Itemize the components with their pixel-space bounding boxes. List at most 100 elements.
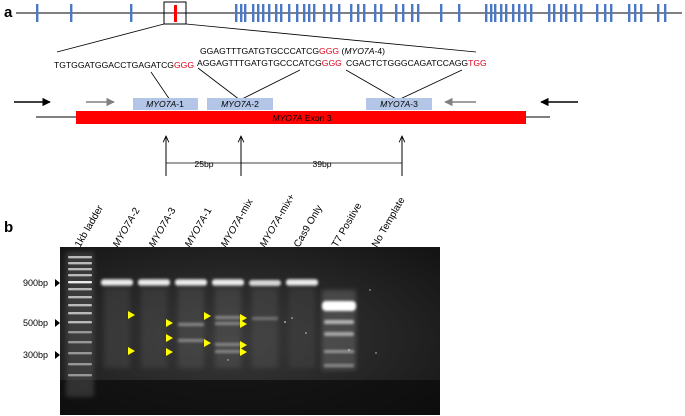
gene-exon-tick xyxy=(634,4,637,22)
marker-900bp: 900bp xyxy=(23,278,48,288)
gene-exon-tick xyxy=(252,4,255,22)
gene-exon-tick xyxy=(288,4,291,22)
zoom-line-right xyxy=(185,23,477,53)
gene-exon-tick xyxy=(505,4,508,22)
gene-exon-tick xyxy=(518,4,521,22)
gene-exon-tick xyxy=(308,4,311,22)
guide-2-connector xyxy=(197,67,301,101)
gene-exon-tick xyxy=(604,4,607,22)
ladder-band xyxy=(68,288,92,291)
guide-box-3: MYO7A-3 xyxy=(366,98,432,110)
ladder-band xyxy=(68,274,92,277)
ladder-band xyxy=(68,304,92,307)
lane-label-myo7a-mix-plus: MYO7A-mix+ xyxy=(258,192,297,249)
ladder-bands xyxy=(68,256,92,377)
gene-exon-tick xyxy=(338,4,341,22)
lane-label-myo7a-1: MYO7A-1 xyxy=(183,206,215,250)
gene-exon-tick xyxy=(548,4,551,22)
gene-exon-tick xyxy=(580,4,583,22)
gene-exon-tick xyxy=(313,4,316,22)
gel-image xyxy=(60,247,440,415)
sequence-middle: AGGAGTTTGATGTGCCCATCGGGG xyxy=(197,58,342,68)
marker-500bp: 500bp xyxy=(23,318,48,328)
gene-exon-tick xyxy=(36,4,39,22)
gene-exon-tick xyxy=(350,4,353,22)
lane-label-myo7a-2: MYO7A-2 xyxy=(111,206,143,250)
gene-exon-tick xyxy=(628,4,631,22)
target-exon-box xyxy=(163,1,187,25)
ladder-band xyxy=(68,321,92,324)
gene-exon-tick xyxy=(640,4,643,22)
gene-exon-tick xyxy=(440,4,443,22)
arrowhead-icon xyxy=(166,348,173,356)
cleavage-arrowheads xyxy=(128,311,247,356)
gene-exon-tick xyxy=(485,4,488,22)
lane-label-t7-positive: T7 Positive xyxy=(330,201,364,250)
guide-1-connector xyxy=(150,71,171,101)
ladder-band xyxy=(68,352,92,355)
band-lane-myo7a-3 xyxy=(138,279,170,286)
exon-3-label: MYO7A Exon 3 xyxy=(272,113,331,123)
guide-label-2: MYO7A-2 xyxy=(221,99,259,109)
gene-exon-tick xyxy=(275,4,278,22)
gene-exon-tick xyxy=(244,4,247,22)
gene-exon-tick xyxy=(574,4,577,22)
guide-label-3: MYO7A-3 xyxy=(380,99,418,109)
gene-exon-tick xyxy=(596,4,599,22)
gene-exon-tick xyxy=(395,4,398,22)
gene-exon-tick xyxy=(530,4,533,22)
gene-exon-ticks xyxy=(36,4,667,22)
arrowhead-icon xyxy=(166,319,173,327)
bands-900bp xyxy=(101,279,318,286)
ladder-band xyxy=(68,262,92,265)
ladder-band xyxy=(68,281,92,284)
gene-exon-tick xyxy=(565,4,568,22)
band-lane-cas9-only xyxy=(286,279,318,286)
gene-exon-tick xyxy=(257,4,260,22)
gene-exon-tick xyxy=(268,4,271,22)
guide-3-connector xyxy=(345,69,463,101)
lane-labels: 1kb ladder MYO7A-2 MYO7A-3 MYO7A-1 MYO7A… xyxy=(73,192,408,249)
band-lane-myo7a-2 xyxy=(101,279,133,286)
ladder-band xyxy=(68,296,92,299)
arrowhead-icon xyxy=(204,339,211,347)
gene-exon-tick xyxy=(657,4,660,22)
arrowhead-icon xyxy=(128,347,135,355)
gene-exon-tick xyxy=(610,4,613,22)
lane-label-myo7a-3: MYO7A-3 xyxy=(147,206,179,250)
ladder-band xyxy=(68,268,92,271)
gene-exon-tick xyxy=(500,4,503,22)
sequence-top: GGAGTTTGATGTGCCCATCGGGG (MYO7A-4) xyxy=(200,46,385,56)
zoom-line-left xyxy=(56,23,165,53)
gene-exon-tick xyxy=(560,4,563,22)
marker-arrow-icon xyxy=(55,279,60,287)
lane-label-cas9-only: Cas9 Only xyxy=(292,204,325,250)
marker-300bp: 300bp xyxy=(23,350,48,360)
lane-label-ladder: 1kb ladder xyxy=(73,203,106,250)
gene-exon-tick xyxy=(402,4,405,22)
lane-label-myo7a-mix: MYO7A-mix xyxy=(219,197,255,249)
gene-exon-tick xyxy=(417,4,420,22)
arrowhead-icon xyxy=(240,341,247,349)
gene-exon-tick xyxy=(262,4,265,22)
gene-exon-tick xyxy=(490,4,493,22)
ladder-band xyxy=(68,374,92,377)
ladder-band xyxy=(68,341,92,344)
ladder-band xyxy=(68,256,92,259)
guide-label-1: MYO7A-1 xyxy=(146,99,184,109)
arrowhead-icon xyxy=(240,348,247,356)
gene-exon-tick xyxy=(411,4,414,22)
lane-label-no-template: No Template xyxy=(370,195,408,249)
gene-exon-tick xyxy=(280,4,283,22)
gene-exon-tick xyxy=(374,4,377,22)
gene-exon-tick xyxy=(363,4,366,22)
arrowhead-icon xyxy=(240,320,247,328)
band-lane-myo7a-1 xyxy=(175,279,207,286)
ladder-band xyxy=(68,363,92,366)
gene-exon-tick xyxy=(330,4,333,22)
arrowhead-icon xyxy=(166,334,173,342)
gel-speckles xyxy=(227,289,377,361)
distance-39bp: 39bp xyxy=(312,159,331,169)
arrowhead-icon xyxy=(128,311,135,319)
